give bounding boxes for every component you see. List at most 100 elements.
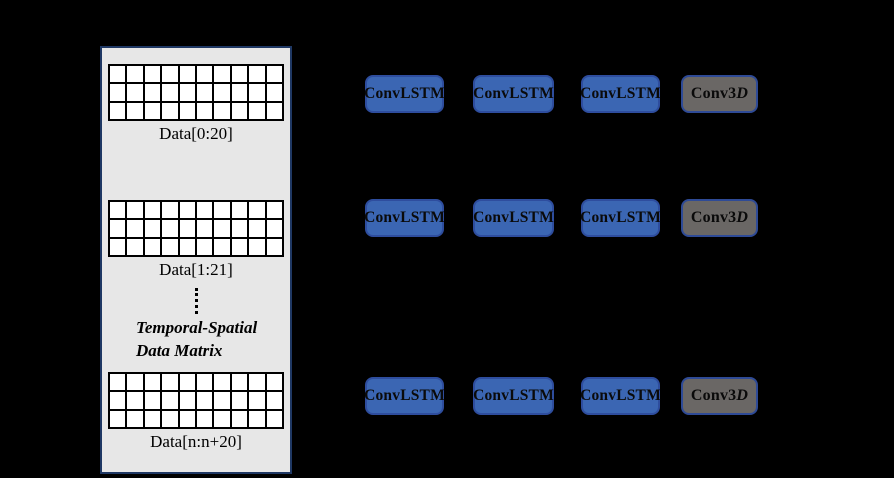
grid-cell: [144, 84, 161, 101]
grid-cell: [179, 84, 195, 101]
conv3d-label-italic-d: D: [736, 387, 749, 404]
grid-cell: [162, 410, 178, 427]
convlstm-label: ConvLSTM: [580, 209, 661, 226]
data-window-grid-0: [108, 64, 284, 121]
conv3d-label: Conv3: [690, 85, 737, 102]
grid-cell: [214, 238, 230, 255]
grid-cell: [266, 374, 282, 391]
grid-cell: [110, 202, 126, 219]
convlstm-label: ConvLSTM: [364, 209, 445, 226]
grid-cell: [127, 238, 143, 255]
caption-line-2: Data Matrix: [136, 341, 223, 360]
grid-cell: [179, 392, 195, 409]
temporal-spatial-panel: Data[0:20] Data[1:21] Temporal-Spatial D…: [100, 46, 292, 474]
data-window-grid-1: [108, 200, 284, 257]
grid-cell: [249, 374, 265, 391]
grid-cell: [266, 84, 282, 101]
vertical-ellipsis-icon: [195, 288, 198, 314]
grid-cell: [110, 392, 126, 409]
convlstm-box: ConvLSTM: [364, 75, 445, 113]
grid-cell: [179, 66, 195, 83]
convlstm-label: ConvLSTM: [580, 85, 661, 102]
convlstm-box: ConvLSTM: [364, 377, 445, 415]
grid-cell: [127, 202, 143, 219]
grid-cell: [127, 66, 143, 83]
grid-cell: [162, 374, 178, 391]
data-window-label-0: Data[0:20]: [159, 124, 233, 143]
conv3d-label-italic-d: D: [736, 85, 749, 102]
grid-cell: [127, 374, 143, 391]
grid-cell: [266, 202, 282, 219]
grid-cell: [231, 374, 248, 391]
grid-cell: [110, 102, 126, 119]
grid-cell: [179, 238, 195, 255]
grid-cell: [231, 392, 248, 409]
grid-cell: [249, 66, 265, 83]
grid-cell: [249, 102, 265, 119]
grid-cell: [249, 220, 265, 237]
grid-cell: [162, 220, 178, 237]
grid-cell: [249, 238, 265, 255]
grid-cell: [110, 220, 126, 237]
grid-cell: [249, 392, 265, 409]
grid-cell: [179, 220, 195, 237]
convlstm-box: ConvLSTM: [473, 199, 554, 237]
grid-cell: [196, 84, 213, 101]
grid-cell: [127, 220, 143, 237]
caption-line-1: Temporal-Spatial: [136, 318, 258, 337]
grid-cell: [196, 410, 213, 427]
grid-cell: [231, 202, 248, 219]
grid-cell: [110, 84, 126, 101]
grid-cell: [196, 102, 213, 119]
grid-cell: [231, 84, 248, 101]
grid-cell: [110, 410, 126, 427]
convlstm-label: ConvLSTM: [473, 387, 554, 404]
grid-cell: [266, 410, 282, 427]
grid-cell: [144, 238, 161, 255]
grid-cell: [231, 102, 248, 119]
grid-cell: [162, 238, 178, 255]
grid-cell: [127, 410, 143, 427]
convlstm-box: ConvLSTM: [364, 199, 445, 237]
grid-cell: [110, 374, 126, 391]
grid-cell: [214, 410, 230, 427]
grid-cell: [144, 220, 161, 237]
data-window-label-2: Data[n:n+20]: [150, 432, 242, 451]
panel-caption: Temporal-Spatial Data Matrix: [136, 316, 257, 362]
grid-cell: [249, 410, 265, 427]
grid-cell: [144, 410, 161, 427]
grid-cell: [179, 374, 195, 391]
grid-cell: [110, 238, 126, 255]
conv3d-label-italic-d: D: [736, 209, 749, 226]
grid-cell: [196, 220, 213, 237]
grid-cell: [214, 220, 230, 237]
grid-cell: [214, 392, 230, 409]
convlstm-label: ConvLSTM: [364, 387, 445, 404]
grid-cell: [266, 102, 282, 119]
grid-cell: [162, 392, 178, 409]
grid-cell: [179, 102, 195, 119]
convlstm-box: ConvLSTM: [580, 199, 661, 237]
grid-cell: [179, 202, 195, 219]
grid-cell: [249, 84, 265, 101]
convlstm-label: ConvLSTM: [473, 209, 554, 226]
grid-cell: [196, 374, 213, 391]
convlstm-box: ConvLSTM: [473, 377, 554, 415]
convlstm-box: ConvLSTM: [580, 377, 661, 415]
grid-cell: [266, 66, 282, 83]
grid-cell: [144, 202, 161, 219]
convlstm-label: ConvLSTM: [364, 85, 445, 102]
convlstm-box: ConvLSTM: [473, 75, 554, 113]
grid-cell: [196, 392, 213, 409]
grid-cell: [249, 202, 265, 219]
grid-cell: [127, 102, 143, 119]
data-window-label-1: Data[1:21]: [159, 260, 233, 279]
grid-cell: [144, 102, 161, 119]
grid-cell: [196, 202, 213, 219]
